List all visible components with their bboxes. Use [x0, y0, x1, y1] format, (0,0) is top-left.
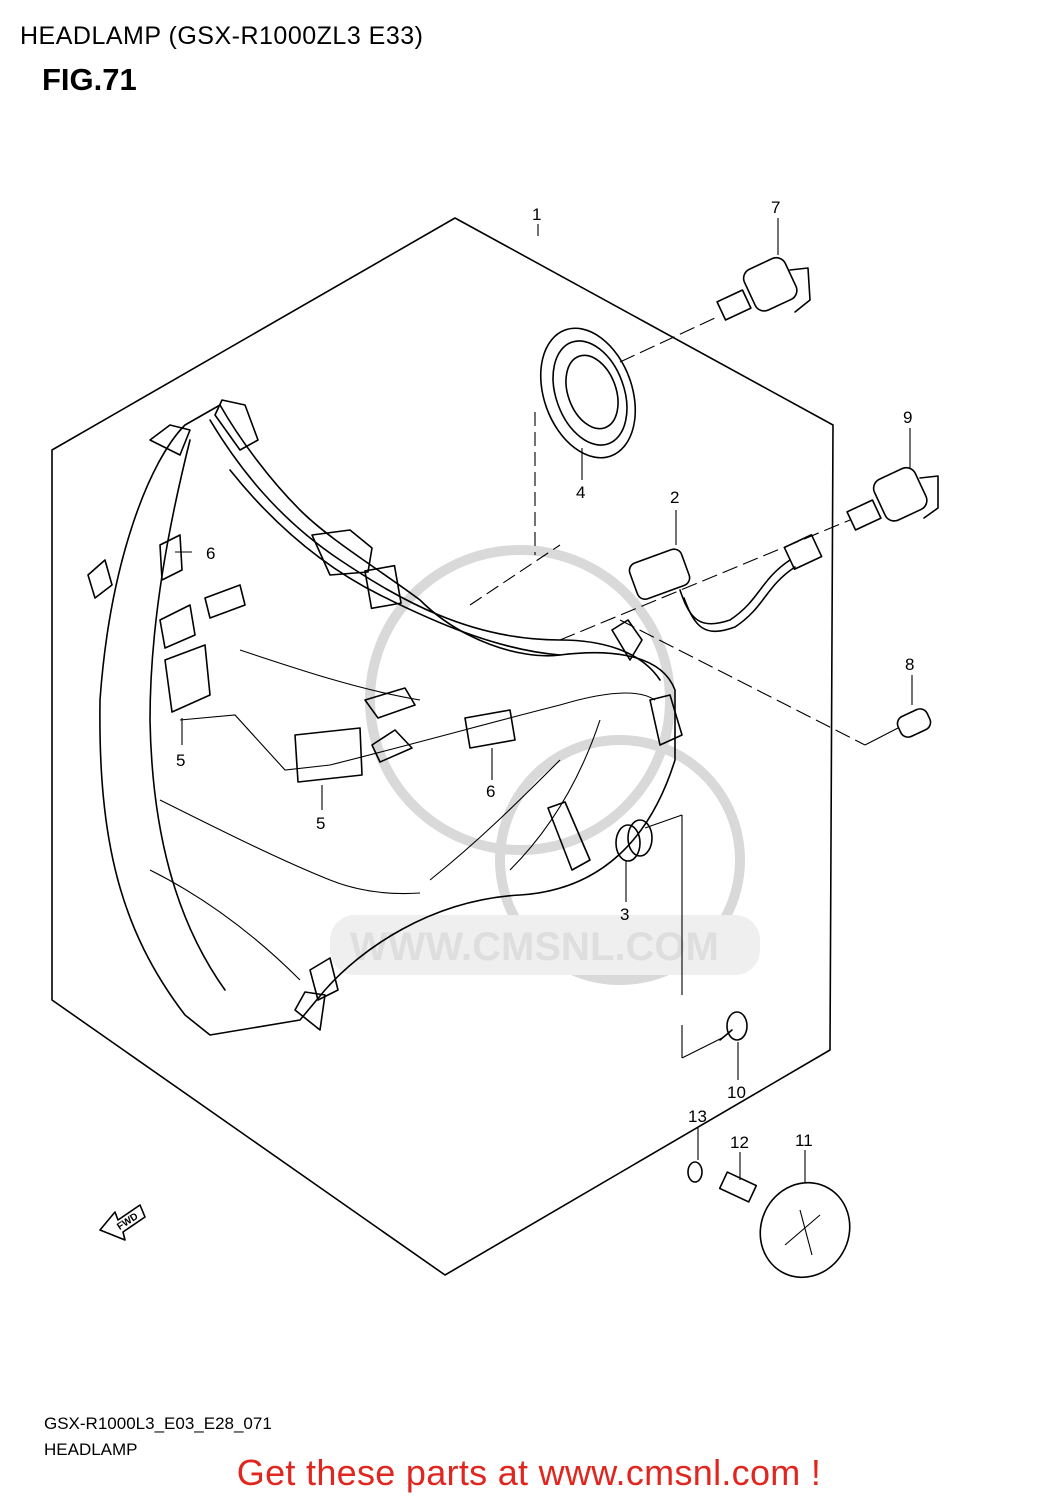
- part-spacer: [718, 1171, 758, 1203]
- part-socket-wiring: [628, 533, 823, 633]
- page-title: HEADLAMP (GSX-R1000ZL3 E33): [20, 22, 424, 50]
- part-grommet: [615, 819, 653, 862]
- diagram-name: HEADLAMP: [44, 1440, 138, 1459]
- promo-link[interactable]: Get these parts at www.cmsnl.com !: [236, 1452, 822, 1493]
- callout-5-center: 5: [316, 814, 325, 833]
- callout-6-center: 6: [486, 782, 495, 801]
- part-screw: [719, 1011, 748, 1041]
- watermark: WWW.CMSNL.COM: [330, 545, 760, 985]
- part-cap: [759, 1181, 851, 1279]
- diagram-code: GSX-R1000L3_E03_E28_071: [44, 1414, 272, 1433]
- callout-9: 9: [903, 408, 912, 427]
- fwd-arrow: FWD: [99, 1204, 146, 1241]
- part-bulb-h7: [716, 256, 811, 321]
- callout-11: 11: [795, 1131, 813, 1150]
- watermark-text: WWW.CMSNL.COM: [350, 925, 719, 969]
- callout-2: 2: [670, 488, 679, 507]
- callout-1: 1: [532, 205, 541, 224]
- part-dust-cover: [539, 327, 637, 459]
- headlamp-housing: [87, 399, 683, 1036]
- callout-8: 8: [905, 655, 914, 674]
- callout-3: 3: [620, 905, 629, 924]
- part-position-bulb: [896, 708, 932, 738]
- callout-numbers: 1 2 3 4 5 5 6 6 7 8 9 10 11 12 13: [176, 198, 914, 1152]
- callout-4: 4: [576, 483, 585, 502]
- assembly-outline: [51, 217, 834, 1276]
- callout-6-top: 6: [206, 544, 215, 563]
- callout-10: 10: [727, 1083, 746, 1102]
- callout-13: 13: [688, 1107, 707, 1126]
- callout-7: 7: [771, 198, 780, 217]
- leader-lines: [175, 218, 913, 1182]
- callout-5-left: 5: [176, 751, 185, 770]
- figure-label: FIG.71: [42, 62, 137, 97]
- part-bulb-h9: [846, 466, 939, 531]
- callout-12: 12: [730, 1133, 749, 1152]
- part-washer: [687, 1161, 703, 1183]
